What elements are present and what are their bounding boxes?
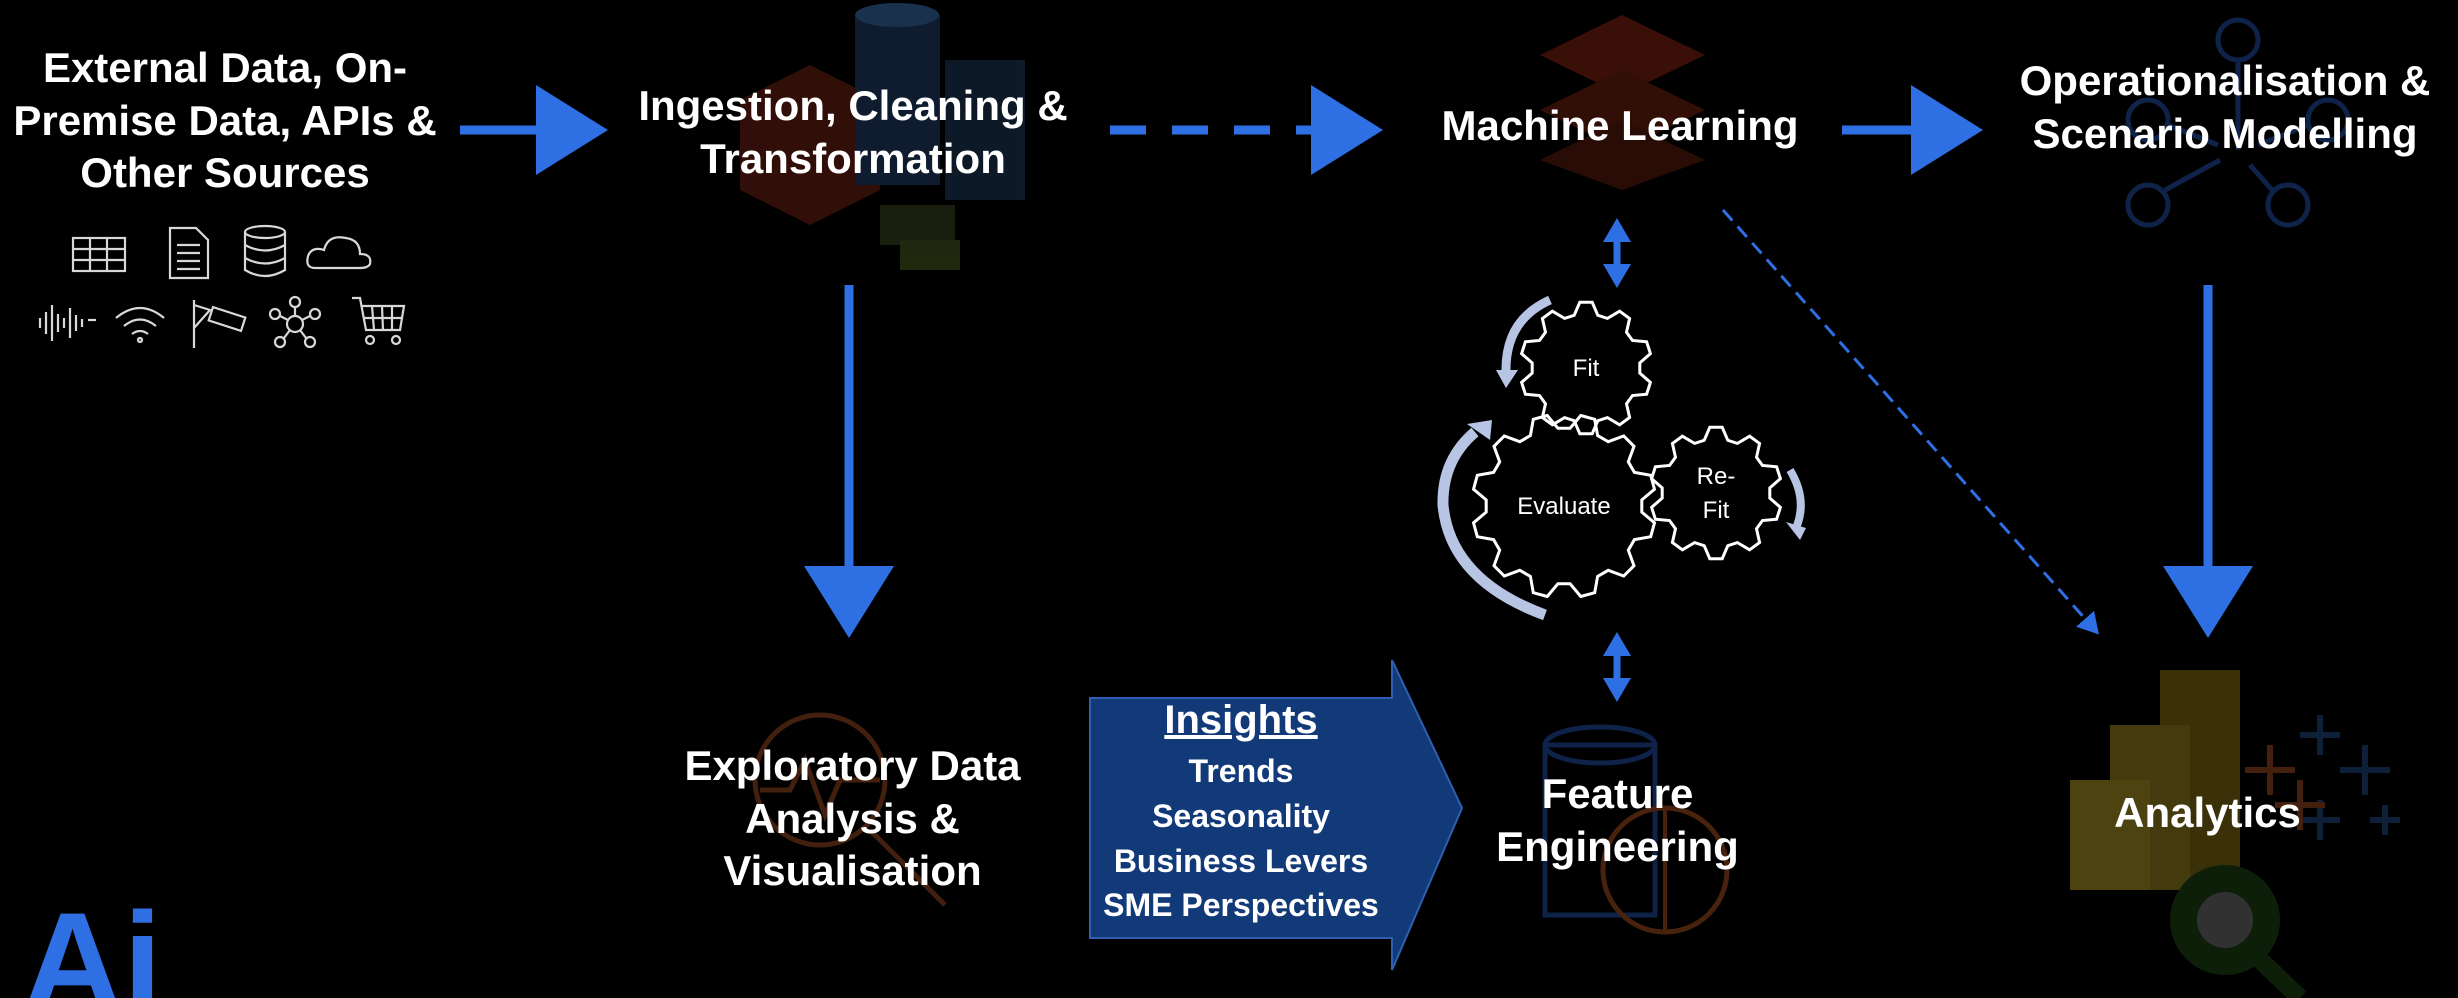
insights-title: Insights xyxy=(1164,698,1318,742)
node-machine-learning: Machine Learning xyxy=(1441,102,1799,149)
cart-icon xyxy=(352,296,406,346)
node-feature-engineering: Feature Engineering xyxy=(1496,770,1739,870)
insights-item: Seasonality xyxy=(1152,797,1330,834)
svg-text:Ai: Ai xyxy=(22,883,162,998)
network-icon xyxy=(268,295,322,349)
gear-refit-outline xyxy=(1649,425,1783,561)
ml-background-graphic xyxy=(1540,15,1705,190)
insights-item: SME Perspectives xyxy=(1103,887,1379,924)
gear-cycle: Fit Evaluate Re- Fit xyxy=(1437,295,1806,621)
ingestion-background-graphic xyxy=(740,3,1025,270)
arrow-ml-to-analytics xyxy=(1721,209,2099,635)
node-operationalisation: Operationalisation & Scenario Modelling xyxy=(2019,57,2431,157)
node-ingestion: Ingestion, Cleaning & Transformation xyxy=(638,82,1068,182)
node-eda: Exploratory Data Analysis & Visualisatio… xyxy=(684,742,1021,894)
cycle-arrow-left xyxy=(1437,427,1547,621)
node-sources: External Data, On- Premise Data, APIs & … xyxy=(13,44,437,196)
eda-background-graphic xyxy=(752,712,947,907)
wifi-icon xyxy=(115,306,165,344)
camera-icon xyxy=(192,300,247,348)
double-arrow-heads xyxy=(1603,218,1631,702)
node-analytics: Analytics xyxy=(2114,789,2301,836)
flow-arrows xyxy=(460,85,2253,688)
insights-item: Trends xyxy=(1188,753,1294,789)
gear-refit xyxy=(1649,425,1783,561)
gear-fit xyxy=(1519,300,1653,436)
gear-refit-label-line2: Fit xyxy=(1703,497,1730,524)
gear-fit-outline xyxy=(1519,300,1653,436)
gear-evaluate-label: Evaluate xyxy=(1517,493,1610,520)
audio-wave-icon xyxy=(38,305,96,341)
gear-refit-label-line1: Re- xyxy=(1697,463,1736,490)
source-icons xyxy=(38,224,406,349)
feature-background-graphic xyxy=(1542,724,1730,935)
gear-evaluate xyxy=(1471,413,1657,599)
gear-evaluate-outline xyxy=(1471,413,1657,599)
database-icon xyxy=(243,224,287,278)
insights-arrow-shape xyxy=(1089,659,1464,971)
table-icon xyxy=(71,236,127,273)
cycle-arrow-top xyxy=(1501,295,1552,373)
cycle-arrow-right xyxy=(1786,467,1805,530)
document-icon xyxy=(168,226,210,280)
operational-background-graphic xyxy=(2125,17,2351,228)
gear-fit-label: Fit xyxy=(1573,355,1600,382)
cloud-icon xyxy=(306,236,372,270)
ai-logo: Ai xyxy=(22,883,162,998)
insights-panel: Insights Trends Seasonality Business Lev… xyxy=(1090,698,1392,938)
insights-item: Business Levers xyxy=(1113,842,1369,879)
analytics-background-graphic xyxy=(2070,670,2400,998)
